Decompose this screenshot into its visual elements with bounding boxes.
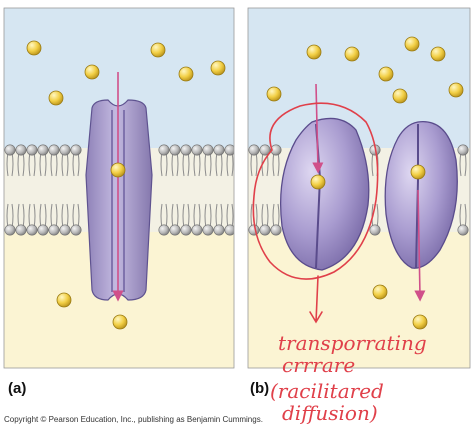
solute-molecule [178, 66, 194, 82]
panel-a-label: (a) [8, 380, 27, 397]
solute-molecule [372, 284, 388, 300]
handwritten-annotation [252, 102, 379, 324]
solute-molecule [310, 174, 326, 190]
solute-molecule [150, 42, 166, 58]
transport-arrow [312, 83, 324, 174]
solute-molecules [26, 36, 464, 330]
panel-a [4, 8, 234, 368]
annotation-circle [252, 102, 379, 280]
solute-molecule [430, 46, 446, 62]
annotation-pointer [309, 275, 323, 324]
annotation-text: transporrating crrrare (racilitared diff… [270, 331, 427, 425]
panel-b [248, 8, 470, 368]
solute-molecule [392, 88, 408, 104]
annotation-line-3: (racilitared [270, 379, 384, 403]
copyright-notice: Copyright © Pearson Education, Inc., pub… [4, 415, 263, 424]
phospholipid-bilayer [4, 144, 234, 236]
annotation-line-4: diffusion) [282, 401, 378, 425]
channel-protein [85, 99, 153, 301]
solute-molecule [56, 292, 72, 308]
solute-molecule [26, 40, 42, 56]
carrier-protein-open-inside [384, 121, 458, 269]
solute-molecule [266, 86, 282, 102]
panel-b-label: (b) [250, 380, 270, 397]
solute-molecule [210, 60, 226, 76]
solute-molecule [48, 90, 64, 106]
solute-molecule [306, 44, 322, 60]
annotation-line-2: crrrare [282, 353, 355, 377]
solute-molecule [410, 164, 426, 180]
solute-molecule [412, 314, 428, 330]
transport-arrow [414, 189, 426, 302]
solute-molecule [378, 66, 394, 82]
solute-molecule [110, 162, 126, 178]
solute-molecule [84, 64, 100, 80]
annotation-line-1: transporrating [278, 331, 427, 355]
solute-molecule [448, 82, 464, 98]
solute-molecule [112, 314, 128, 330]
solute-molecule [344, 46, 360, 62]
solute-molecule [404, 36, 420, 52]
